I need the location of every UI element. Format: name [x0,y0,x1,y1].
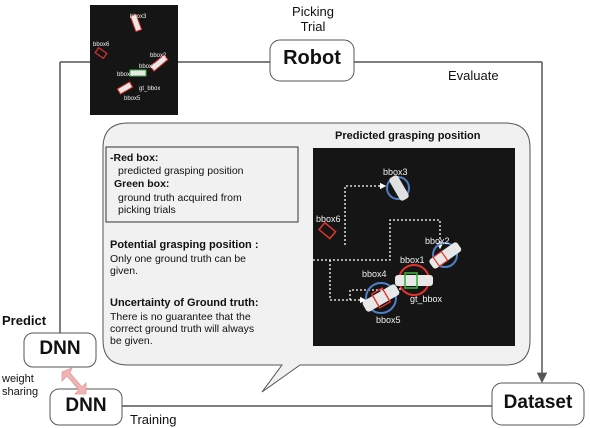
predicted-grasp-photo [313,148,515,346]
thumb-label-gt-bbox: gt_bbox [139,86,161,92]
potential-title: Potential grasping position : [110,239,259,251]
photo-label-bbox4: bbox4 [362,269,387,279]
red-box-bbox6 [318,221,337,240]
robot-node-box [269,39,355,82]
uncertainty-desc: There is no guarantee that the correct g… [110,311,255,347]
thumb-label-bbox3: bbox3 [130,14,147,20]
photo-label-bbox1: bbox1 [400,255,425,265]
dnn-bottom-label: DNN [65,395,107,416]
thumb-label-bbox1: bbox1 [139,64,156,70]
trial-thumbnail-photo [90,5,178,115]
dnn-top-label: DNN [39,338,81,359]
picking-trial-label: Picking Trial [292,4,334,34]
photo-title: Predicted grasping position [335,130,481,142]
thumb-red-box-6 [94,46,108,60]
legend-red-box-desc: predicted grasping position [118,165,244,177]
dataset-node-label: Dataset [503,392,573,413]
thumb-label-bbox2: bbox2 [150,53,167,59]
weight-sharing-arrow [61,367,87,395]
dotted-guide-bottom [349,276,401,300]
thumb-object-1 [129,13,143,33]
dotted-guide-right [313,219,444,261]
object-bbox4 [395,264,433,296]
uncertainty-title: Uncertainty of Ground truth: [110,297,259,309]
evaluate-label: Evaluate [448,68,499,83]
robot-node-label: Robot [283,47,341,69]
photo-label-bbox2: bbox2 [425,236,450,246]
training-label: Training [130,412,177,427]
predict-label: Predict [2,313,47,328]
thumb-label-bbox4: bbox4 [117,72,134,78]
legend-green-box-desc: ground truth acquired from picking trial… [118,192,242,216]
thumb-label-bbox6: bbox6 [93,42,110,48]
legend-green-box-title: Green box: [114,178,170,190]
photo-label-gt-bbox: gt_bbox [410,294,443,304]
dnn-top-box [23,332,97,368]
potential-desc: Only one ground truth can be given. [110,253,247,277]
thumb-object-2 [149,54,169,72]
object-bbox2 [429,242,462,269]
legend-box [105,146,299,223]
dotted-guide-top [344,182,387,245]
thumb-object-3 [129,69,147,77]
thumb-label-bbox5: bbox5 [124,96,141,102]
photo-label-bbox3: bbox3 [383,167,408,177]
object-bbox5 [362,282,400,314]
weight-sharing-label: weight sharing [2,373,39,398]
dotted-guide-lower [329,260,367,304]
object-bbox3 [386,175,410,201]
photo-label-bbox6: bbox6 [316,214,341,224]
legend-red-box-title: -Red box: [110,152,159,164]
thumb-object-4 [116,81,134,95]
photo-label-bbox5: bbox5 [376,315,401,325]
dataset-node-box [491,382,585,426]
